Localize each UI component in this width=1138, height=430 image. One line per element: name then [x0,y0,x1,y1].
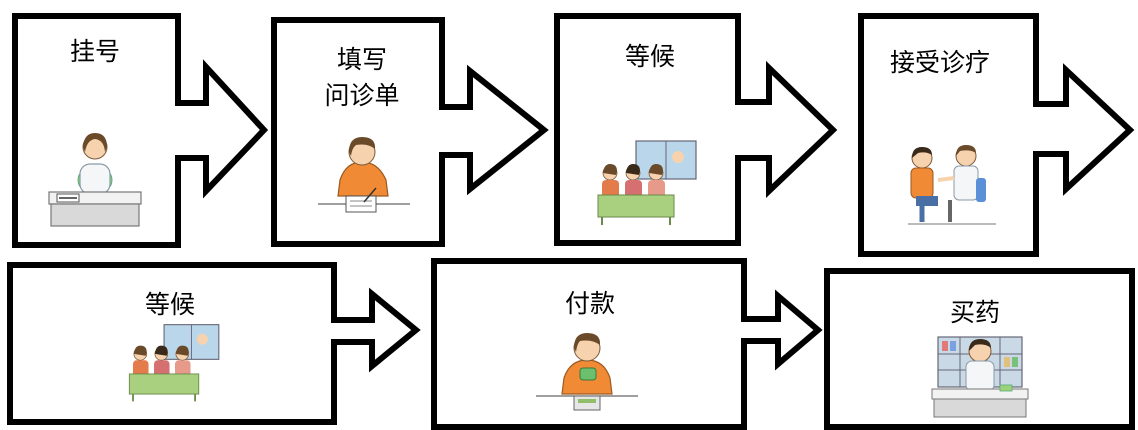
pharmacist-illustration [931,336,1029,418]
step-label-registration: 挂号 [69,37,120,66]
man-writing-form-illustration [318,137,410,213]
people-waiting-illustration-1 [597,140,697,225]
step-arrow-payment [431,258,823,430]
step-label-fill-form: 填写 问诊单 [324,45,400,110]
step-label-consultation: 接受诊疗 [889,48,990,77]
step-label-payment: 付款 [564,289,615,318]
step-label-wait-2: 等候 [144,290,195,319]
step-label-wait-1: 等候 [624,42,675,71]
receptionist-at-desk-illustration [48,133,142,227]
man-paying-illustration [536,333,638,411]
step-label-pharmacy: 买药 [949,298,1000,327]
step-arrow-registration [12,13,269,248]
doctor-with-patient-illustration [908,145,996,225]
people-waiting-illustration-2 [128,324,220,402]
